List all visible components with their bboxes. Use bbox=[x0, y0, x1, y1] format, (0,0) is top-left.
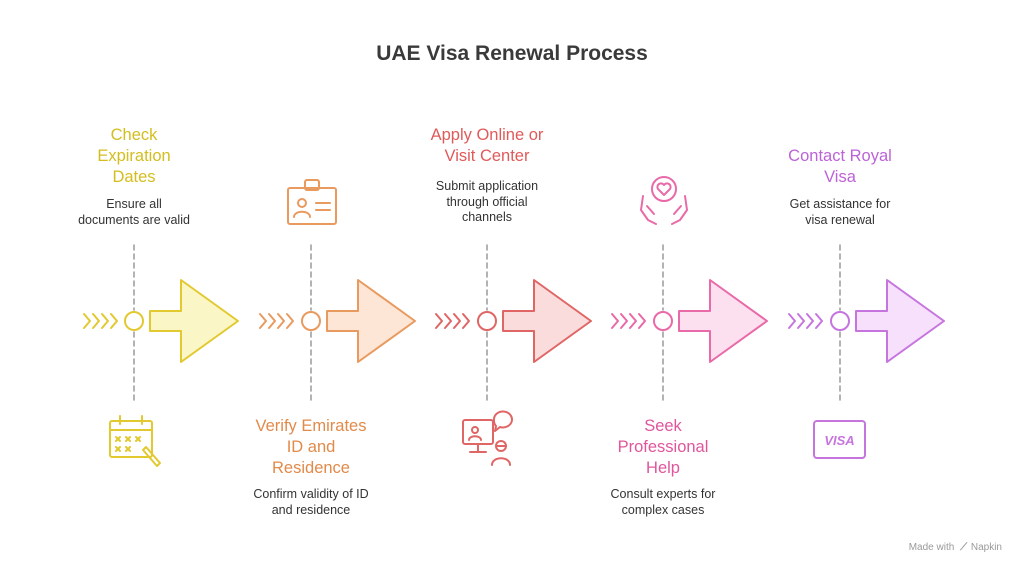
visa-card-label: VISA bbox=[824, 433, 854, 448]
footer-credit: Made with ⟋ Napkin bbox=[909, 542, 1002, 553]
step-1-description: Ensure all documents are valid bbox=[78, 197, 190, 227]
visa-card-icon: VISA bbox=[813, 420, 866, 459]
step-5-node bbox=[830, 311, 850, 331]
step-4-node bbox=[653, 311, 673, 331]
step-3-description: Submit application through official chan… bbox=[435, 179, 539, 224]
step-3-node bbox=[477, 311, 497, 331]
step-5: VISA bbox=[788, 244, 945, 459]
step-2-chevrons bbox=[259, 313, 294, 329]
step-3-arrow bbox=[502, 279, 592, 363]
step-2-node bbox=[301, 311, 321, 331]
calendar-edit-icon bbox=[109, 415, 161, 467]
footer-prefix: Made with bbox=[908, 542, 955, 553]
step-4-arrow bbox=[678, 279, 768, 363]
step-3-chevrons bbox=[435, 313, 470, 329]
step-5-chevrons bbox=[788, 313, 823, 329]
step-5-title: Contact Royal Visa bbox=[788, 147, 892, 186]
step-1-chevrons bbox=[83, 313, 118, 329]
step-4-chevrons bbox=[611, 313, 646, 329]
step-2-arrow bbox=[326, 279, 416, 363]
step-4 bbox=[611, 176, 768, 403]
step-1-node bbox=[124, 311, 144, 331]
step-1-title: Check Expiration Dates bbox=[97, 126, 171, 186]
page-title: UAE Visa Renewal Process bbox=[376, 42, 648, 65]
helping-hands-heart-icon bbox=[640, 176, 688, 225]
step-3 bbox=[435, 244, 592, 466]
step-5-arrow bbox=[855, 279, 945, 363]
step-4-description: Consult experts for complex cases bbox=[610, 487, 716, 517]
step-1 bbox=[83, 244, 239, 467]
step-3-title: Apply Online or Visit Center bbox=[430, 126, 544, 165]
step-2 bbox=[259, 179, 416, 403]
step-2-title: Verify Emirates ID and Residence bbox=[255, 417, 367, 477]
step-4-title: Seek Professional Help bbox=[617, 417, 709, 477]
napkin-logo-icon: ⟋ bbox=[960, 542, 968, 553]
online-meeting-icon bbox=[462, 410, 513, 466]
step-5-description: Get assistance for visa renewal bbox=[789, 197, 891, 227]
step-2-description: Confirm validity of ID and residence bbox=[253, 487, 369, 517]
id-card-icon bbox=[287, 179, 337, 225]
footer-brand: Napkin bbox=[970, 542, 1002, 553]
step-1-arrow bbox=[149, 279, 239, 363]
